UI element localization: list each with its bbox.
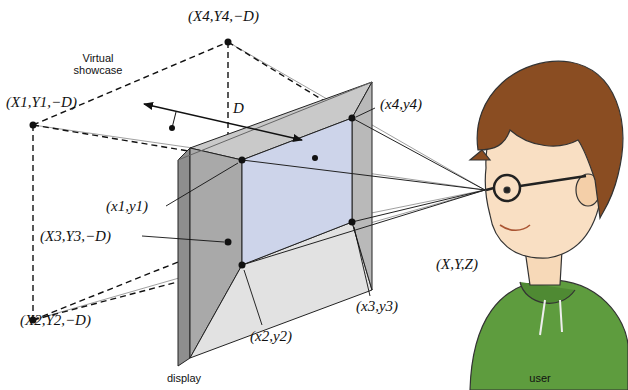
screen-rays	[242, 118, 485, 265]
user-label: user	[527, 372, 552, 384]
coordinate-label: (X2,Y2,−D)	[18, 312, 93, 329]
coordinate-label: (X3,Y3,−D)	[38, 228, 113, 245]
showcase-label: Virtual showcase	[64, 52, 132, 76]
depth-arrow	[144, 104, 302, 140]
dimension-label: D	[231, 100, 246, 117]
corner-dots	[30, 39, 356, 324]
display-box	[178, 82, 372, 366]
coordinate-label: (X4,Y4,−D)	[186, 8, 261, 25]
display-label: display	[165, 372, 203, 384]
coordinate-label: (x3,y3)	[354, 298, 400, 315]
leader-lines	[142, 108, 375, 325]
coordinate-label: (X1,Y1,−D)	[4, 94, 79, 111]
coordinate-label: (x1,y1)	[104, 198, 150, 215]
coordinate-label: (x4,y4)	[378, 96, 424, 113]
depth-tick	[172, 112, 176, 128]
user-figure	[470, 61, 628, 390]
coordinate-label: (x2,y2)	[248, 328, 294, 345]
coordinate-label: (X,Y,Z)	[434, 256, 480, 273]
